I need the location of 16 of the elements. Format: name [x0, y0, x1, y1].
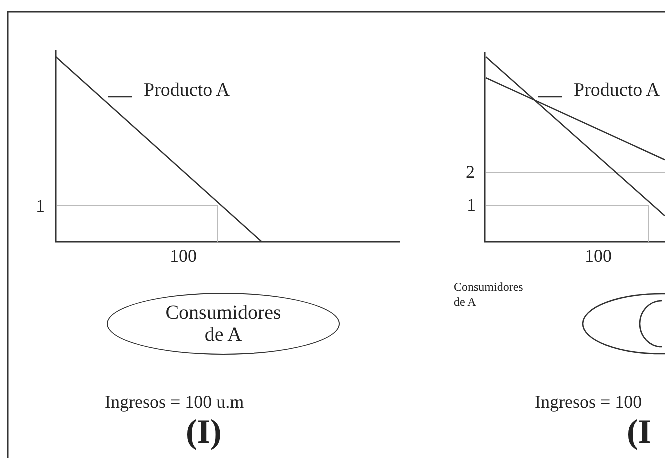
axis-tick-label: 1	[36, 196, 45, 217]
caption-text: Consumidores de A	[454, 280, 524, 310]
revenue-text: Ingresos = 100	[535, 392, 642, 413]
panel-label: (I	[627, 414, 652, 452]
curve-label: Producto A	[562, 80, 660, 102]
panel-label: (I)	[186, 414, 222, 452]
ellipse	[107, 293, 340, 355]
leader-line	[538, 96, 562, 98]
curve-label: Producto A	[132, 80, 230, 102]
revenue-text: Ingresos = 100 u.m	[105, 392, 244, 413]
axis-tick-label: 2	[466, 162, 475, 183]
axis-tick-label: 100	[585, 246, 612, 267]
axis-tick-label: 100	[170, 246, 197, 267]
axis-tick-label: 1	[467, 195, 476, 216]
leader-line	[108, 96, 132, 98]
ellipse-text: Consumidores de A	[164, 302, 282, 346]
